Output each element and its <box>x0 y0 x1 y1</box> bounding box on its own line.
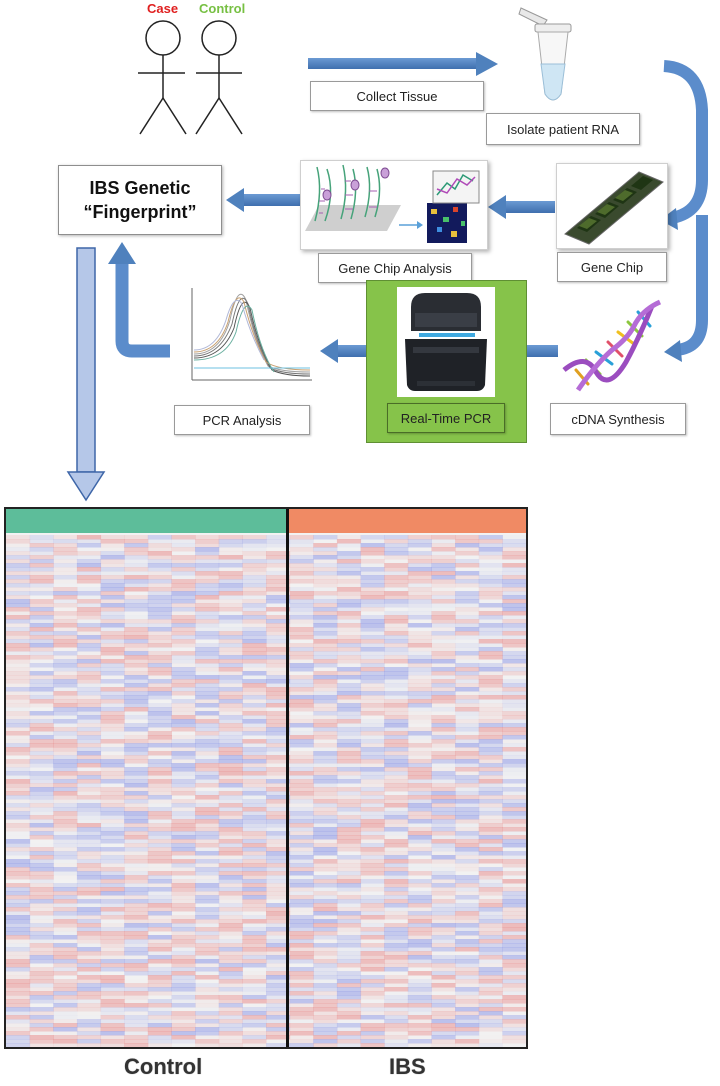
cdna-synthesis-label: cDNA Synthesis <box>550 403 686 435</box>
pcr-analysis-image <box>170 280 316 392</box>
ibs-group-label: IBS <box>389 1054 426 1079</box>
tube-icon <box>518 7 572 101</box>
real-time-pcr-panel: Real-Time PCR <box>366 280 527 443</box>
group-divider <box>286 509 289 1047</box>
collect-tissue-label: Collect Tissue <box>310 81 484 111</box>
gene-chip-analysis-image <box>300 160 488 250</box>
gene-chip-image <box>556 163 668 249</box>
real-time-pcr-label: Real-Time PCR <box>387 403 505 433</box>
gene-chip-label: Gene Chip <box>557 252 667 282</box>
gene-chip-analysis-label: Gene Chip Analysis <box>318 253 472 283</box>
arrow-collect <box>308 52 498 76</box>
ibs-fingerprint-box: IBS Genetic “Fingerprint” <box>58 165 222 235</box>
case-stick-figure <box>138 20 187 135</box>
heatmap <box>4 507 528 1049</box>
heatmap-cells <box>6 535 526 1047</box>
control-stick-figure <box>195 20 243 135</box>
pcr-analysis-label: PCR Analysis <box>174 405 310 435</box>
isolate-rna-label: Isolate patient RNA <box>486 113 640 145</box>
fingerprint-line1: IBS Genetic <box>89 178 191 198</box>
ibs-group-bar <box>289 509 526 533</box>
control-group-bar <box>6 509 286 533</box>
pcr-machine-icon <box>397 287 495 397</box>
fingerprint-line2: “Fingerprint” <box>83 202 197 222</box>
control-group-label: Control <box>124 1054 203 1079</box>
dna-icon <box>562 299 662 392</box>
control-label: Control <box>199 1 246 16</box>
case-label: Case <box>147 1 179 16</box>
